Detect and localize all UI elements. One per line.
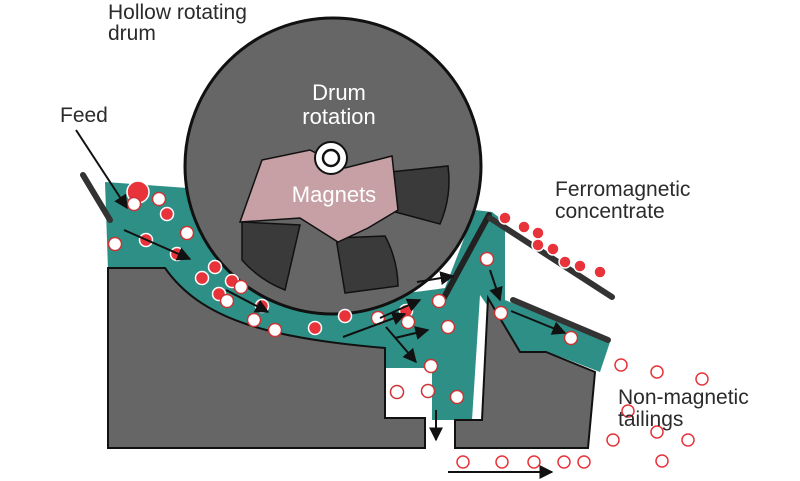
label-non-magnetic-line2: tailings xyxy=(618,408,683,431)
nonmagnetic-particle xyxy=(179,225,195,241)
flow-arrow-icon xyxy=(123,229,192,261)
label-hollow-drum-line2: drum xyxy=(108,22,156,45)
right-housing xyxy=(454,294,597,449)
magnetic-particle xyxy=(337,308,353,324)
label-hollow-drum-line1: Hollow rotating xyxy=(108,1,247,24)
magnet-segment-left xyxy=(241,221,301,292)
tailing-particle xyxy=(495,455,509,469)
flow-arrow-icon xyxy=(510,310,567,335)
label-feed: Feed xyxy=(60,104,108,127)
tailing-particle xyxy=(577,455,591,469)
nonmagnetic-particle xyxy=(107,236,123,252)
flow-arrows xyxy=(75,129,567,479)
concentrate-chute xyxy=(487,215,615,300)
nonmagnetic-particle xyxy=(151,191,167,207)
nonmagnetic-particle xyxy=(420,383,436,399)
flow-arrow-icon xyxy=(342,311,407,338)
tailing-particle xyxy=(650,365,664,379)
magnetic-particle xyxy=(207,259,223,275)
magnetic-particle xyxy=(159,206,175,222)
flow-arrow-icon xyxy=(416,271,455,285)
flow-arrow-icon xyxy=(225,289,270,313)
tailing-particle xyxy=(695,372,709,386)
tailing-particle xyxy=(456,455,470,469)
nonmagnetic-particle xyxy=(233,279,249,295)
nonmagnetic-particle xyxy=(449,389,465,405)
nonmagnetic-particle xyxy=(246,312,262,328)
flow-arrow-icon xyxy=(385,326,417,364)
flow-arrow-icon xyxy=(379,298,422,319)
magnetic-particle xyxy=(558,255,572,269)
tailing-particle xyxy=(650,425,664,439)
label-ferromagnetic-line1: Ferromagnetic xyxy=(555,178,690,201)
tailing-particle xyxy=(614,358,628,372)
label-drum-rotation-line2: rotation xyxy=(302,104,375,129)
tailing-particle xyxy=(681,433,695,447)
nonmagnetic-particle xyxy=(389,384,405,400)
splitter-plate xyxy=(437,212,492,308)
label-magnets: Magnets xyxy=(292,182,376,207)
nonmagnetic-particle xyxy=(400,314,416,330)
feed-arrow xyxy=(75,129,128,210)
nonmagnetic-particle xyxy=(493,305,509,321)
magnetic-particle xyxy=(194,270,210,286)
tailings-particles xyxy=(456,358,709,469)
tailing-particle xyxy=(655,454,669,468)
tailings-chute xyxy=(510,297,611,343)
tailing-particle xyxy=(557,455,571,469)
label-ferromagnetic-line2: concentrate xyxy=(555,200,665,223)
flow-arrow-icon xyxy=(394,326,430,340)
nonmagnetic-particle xyxy=(219,293,235,309)
nonmagnetic-particle xyxy=(563,330,579,346)
flow-arrow-icon xyxy=(489,269,503,302)
magnetic-particle xyxy=(531,226,545,240)
magnetic-particle xyxy=(517,220,531,234)
feed-chute-plate xyxy=(80,172,113,223)
magnet-segment-bottom xyxy=(335,235,399,294)
label-non-magnetic-line1: Non-magnetic xyxy=(618,386,749,409)
label-drum-rotation-line1: Drum xyxy=(312,80,366,105)
nonmagnetic-particle xyxy=(431,293,447,309)
nonmagnetic-particles xyxy=(107,191,579,405)
nonmagnetic-particle xyxy=(479,251,495,267)
magnetic-particle xyxy=(498,211,512,225)
nonmagnetic-particle xyxy=(126,196,142,212)
magnetic-particle xyxy=(531,238,545,252)
tailing-particle xyxy=(621,404,635,418)
magnetic-particle xyxy=(546,242,560,256)
rotating-drum xyxy=(183,16,483,316)
axle-circle-icon xyxy=(314,141,348,175)
nonmagnetic-particle xyxy=(267,322,283,338)
magnetic-particle xyxy=(307,320,323,336)
magnetic-particle xyxy=(593,265,607,279)
nonmagnetic-particle xyxy=(423,358,439,374)
nonmagnetic-particle xyxy=(440,319,456,335)
magnetic-particle xyxy=(573,259,587,273)
tailing-particle xyxy=(606,433,620,447)
magnet-segment-right xyxy=(387,165,450,225)
tailing-particle xyxy=(527,455,541,469)
